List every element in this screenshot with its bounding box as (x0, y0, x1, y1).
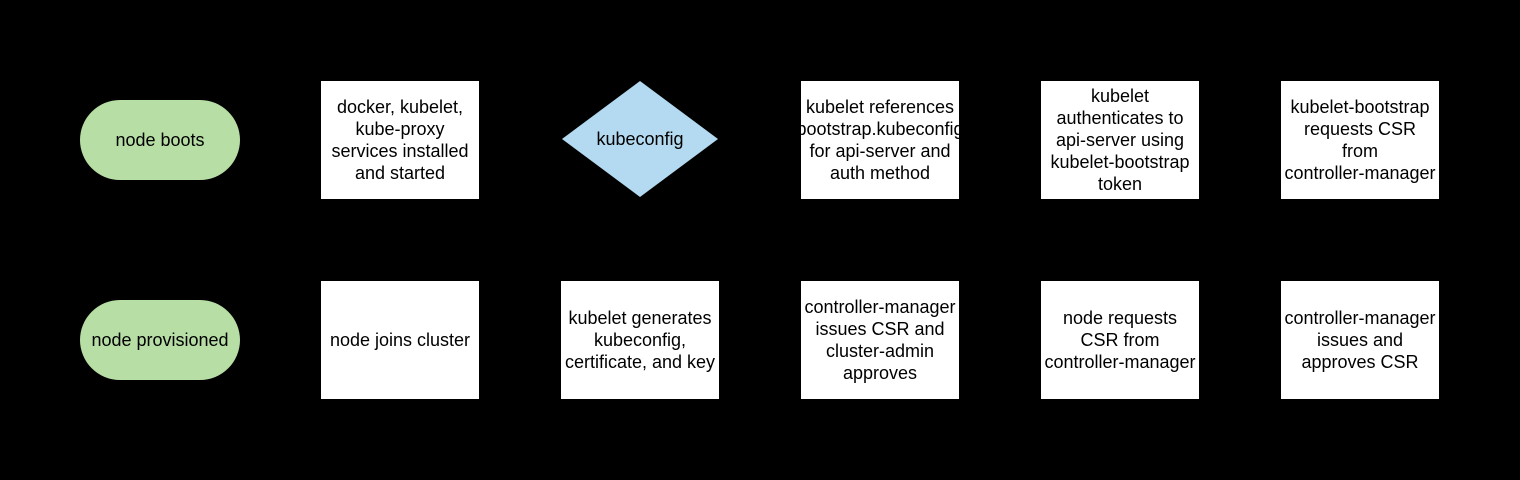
process-node-kubelet-generates-kubeconfig: kubelet generates kubeconfig, certificat… (561, 281, 719, 399)
process-node-controller-manager-issues-and-approves-csr: controller-manager issues and approves C… (1281, 281, 1439, 399)
process-node-node-joins-cluster: node joins cluster (321, 281, 479, 399)
start-node-node-boots: node boots (80, 100, 240, 180)
process-node-kubelet-references-bootstrap-kubeconfig: kubelet references bootstrap.kubeconfig … (796, 81, 964, 199)
end-node-node-provisioned: node provisioned (80, 300, 240, 380)
decision-node-kubeconfig: kubeconfig (562, 81, 718, 197)
process-node-controller-manager-issues-csr-admin-approves: controller-manager issues CSR and cluste… (801, 281, 959, 399)
process-node-node-requests-csr: node requests CSR from controller-manage… (1041, 281, 1199, 399)
process-node-kubelet-bootstrap-requests-csr: kubelet-bootstrap requests CSR from cont… (1281, 81, 1439, 199)
process-node-kubelet-authenticates-to-api-server: kubelet authenticates to api-server usin… (1041, 81, 1199, 199)
process-node-services-installed: docker, kubelet, kube-proxy services ins… (321, 81, 479, 199)
